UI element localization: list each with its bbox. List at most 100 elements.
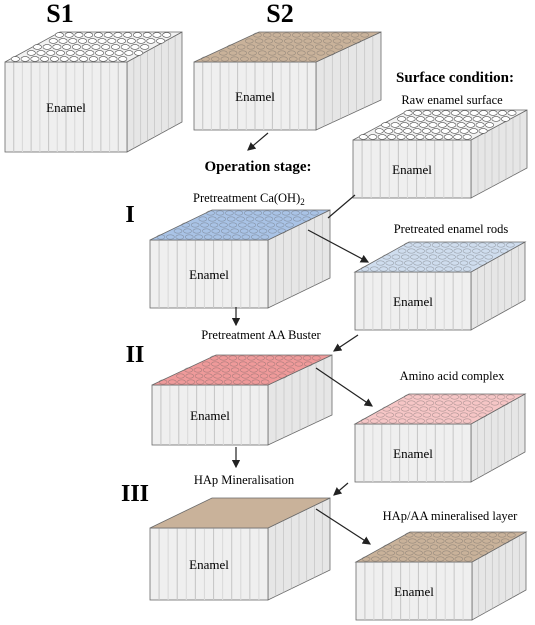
- surface-grain: [286, 367, 296, 373]
- surface-grain: [441, 260, 450, 266]
- surface-grain: [268, 373, 278, 379]
- surface-grain: [274, 355, 284, 361]
- connector-amino-to-stage3: [333, 482, 349, 496]
- surface-grain: [266, 44, 275, 50]
- surface-grain: [260, 379, 270, 385]
- block-front-face: [151, 384, 269, 446]
- surface-grain: [403, 242, 413, 248]
- surface-grain: [416, 266, 426, 272]
- surface-grain: [447, 406, 456, 412]
- surface-grain: [274, 38, 283, 44]
- surface-grain: [213, 234, 222, 240]
- surface-grain: [422, 412, 432, 418]
- surface-grain: [249, 228, 258, 234]
- surface-grain: [479, 550, 488, 556]
- surface-grain: [469, 532, 479, 538]
- surface-grain: [485, 544, 495, 550]
- surface-grain: [184, 234, 194, 240]
- caption-hap-mineralisation: HAp Mineralisation: [194, 473, 295, 487]
- surface-grain: [294, 361, 304, 367]
- block-top-face: [149, 497, 331, 529]
- surface-grain: [225, 210, 234, 216]
- block-hap: Enamel: [354, 531, 528, 621]
- block-top-face: [353, 241, 527, 273]
- surface-grain: [376, 260, 385, 266]
- enamel-label: Enamel: [189, 267, 229, 282]
- surface-grain: [484, 254, 494, 260]
- surface-grain: [186, 379, 196, 385]
- enamel-label: Enamel: [393, 294, 433, 309]
- surface-grain: [245, 216, 255, 222]
- rod-top: [368, 134, 378, 140]
- surface-grain: [310, 210, 319, 216]
- surface-grain: [442, 532, 451, 538]
- surface-grain: [204, 373, 213, 379]
- rod-top: [78, 38, 88, 44]
- rod-top: [453, 116, 463, 122]
- rod-top: [120, 44, 130, 50]
- surface-grain: [466, 544, 476, 550]
- rod-top: [441, 110, 451, 116]
- caption-amino-complex: Amino acid complex: [400, 369, 506, 383]
- surface-grain: [499, 248, 509, 254]
- surface-grain: [291, 210, 300, 216]
- rod-top: [79, 56, 89, 62]
- stage-label-i: I: [125, 202, 134, 228]
- surface-grain: [285, 361, 294, 367]
- surface-grain: [311, 32, 321, 38]
- surface-grain: [217, 216, 227, 222]
- rod-top: [36, 50, 46, 56]
- rod-top: [437, 122, 447, 128]
- surface-grain: [450, 260, 460, 266]
- rod-top: [113, 32, 123, 38]
- surface-grain: [422, 242, 432, 248]
- surface-grain: [395, 550, 405, 556]
- surface-grain: [267, 367, 277, 373]
- surface-grain: [253, 210, 263, 216]
- surface-grain: [475, 254, 484, 260]
- rod-top: [403, 110, 413, 116]
- surface-grain: [490, 400, 500, 406]
- enamel-label: Enamel: [46, 100, 86, 115]
- rod-top: [416, 116, 426, 122]
- rod-top: [68, 38, 78, 44]
- surface-grain: [385, 260, 395, 266]
- rod-top: [58, 38, 68, 44]
- surface-grain: [272, 32, 282, 38]
- arrows-layer: [231, 132, 373, 545]
- surface-grain: [234, 210, 244, 216]
- block-stage-1: Enamel: [149, 209, 331, 309]
- surface-grain: [473, 538, 482, 544]
- surface-grain: [434, 248, 444, 254]
- surface-grain: [397, 400, 407, 406]
- surface-grain: [240, 56, 249, 62]
- surface-grain: [200, 222, 209, 228]
- surface-grain: [226, 216, 236, 222]
- surface-grain: [413, 394, 422, 400]
- surface-grain: [450, 242, 459, 248]
- surface-grain: [380, 556, 389, 562]
- surface-grain: [277, 228, 287, 234]
- surface-grain: [392, 544, 402, 550]
- stage-label-ii: II: [126, 342, 145, 368]
- enamel-blocks-layer: EnamelEnamelEnamelEnamelEnamelEnamelEnam…: [4, 31, 528, 621]
- surface-grain: [441, 242, 450, 248]
- surface-grain: [230, 56, 239, 62]
- enamel-label: Enamel: [190, 408, 230, 423]
- surface-grain: [249, 56, 259, 62]
- rod-top: [104, 50, 114, 56]
- surface-grain: [236, 216, 245, 222]
- block-s1: Enamel: [4, 31, 183, 153]
- surface-grain: [472, 248, 481, 254]
- surface-grain: [205, 379, 214, 385]
- surface-grain: [468, 412, 478, 418]
- rod-top: [450, 128, 460, 134]
- surface-grain: [256, 355, 265, 361]
- surface-grain: [232, 379, 242, 385]
- surface-grain: [257, 361, 267, 367]
- surface-grain: [408, 538, 417, 544]
- surface-grain: [256, 222, 266, 228]
- surface-grain: [249, 367, 258, 373]
- enamel-label: Enamel: [235, 89, 275, 104]
- surface-grain: [438, 406, 447, 412]
